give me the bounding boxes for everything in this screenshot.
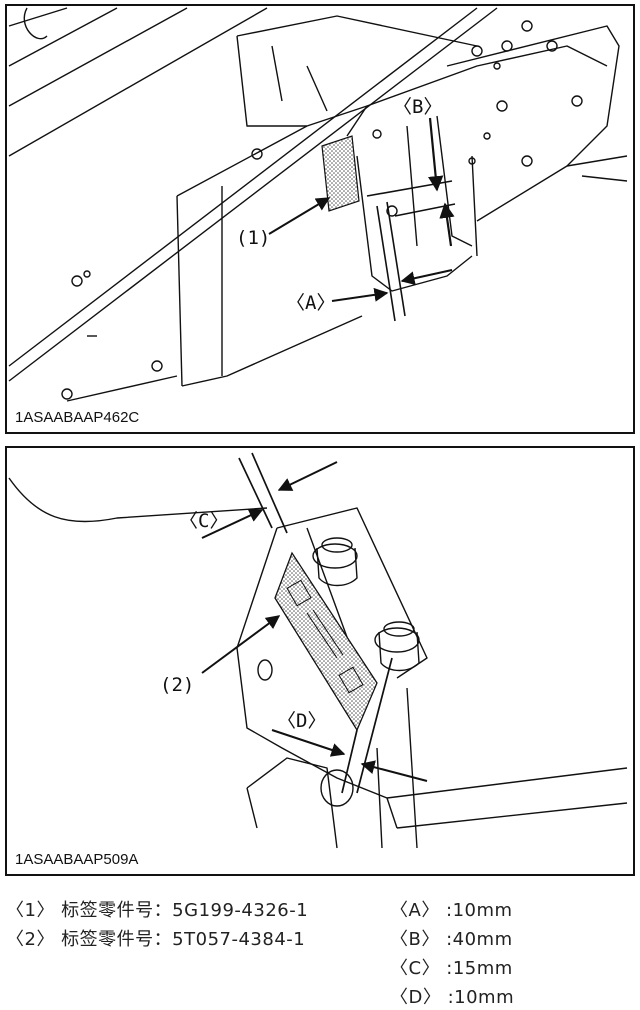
figure-top-panel: (1) 〈A〉 〈B〉 1ASAABAAP462C <box>5 4 635 434</box>
legend-part-1: 〈1〉 标签零件号：5G199-4326-1 <box>6 900 309 921</box>
dimension-c-label: 〈C〉 <box>179 510 229 532</box>
dimension-b-label: 〈B〉 <box>393 96 443 118</box>
label-1-sticker <box>321 135 360 212</box>
callout-label-1: (1) <box>236 227 271 249</box>
figure-bottom-panel: 〈C〉 (2) 〈D〉 1ASAABAAP509A <box>5 446 635 876</box>
legend-dimension-c: 〈C〉 :15mm <box>390 958 513 979</box>
figure-top-drawing <box>8 7 628 402</box>
dimension-a-label: 〈A〉 <box>286 292 336 314</box>
figure-bottom-code: 1ASAABAAP509A <box>15 851 139 868</box>
legend-dimension-a: 〈A〉 :10mm <box>390 900 513 921</box>
legend-dimension-d: 〈D〉 :10mm <box>390 987 515 1008</box>
dimension-d-label: 〈D〉 <box>277 710 327 732</box>
figure-top-code: 1ASAABAAP462C <box>15 409 140 426</box>
callout-label-2: (2) <box>160 674 195 696</box>
figure-bottom-drawing <box>8 452 628 849</box>
legend-dimension-b: 〈B〉 :40mm <box>390 929 513 950</box>
legend-part-2: 〈2〉 标签零件号：5T057-4384-1 <box>6 929 306 950</box>
